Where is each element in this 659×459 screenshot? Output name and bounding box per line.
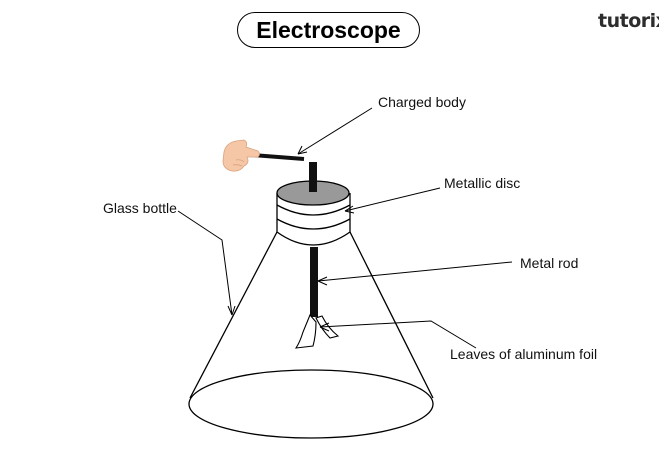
stopper-body [276, 193, 351, 246]
label-glass-bottle: Glass bottle [103, 200, 177, 216]
leader-leaves [319, 320, 477, 349]
leader-metallic-disc [344, 187, 441, 212]
arrowhead-charged-body [297, 145, 308, 155]
metal-rod-top [309, 162, 317, 192]
leaf-left [294, 313, 317, 349]
arrowhead-leaves [319, 322, 330, 332]
charged-body-stick [251, 153, 305, 161]
stopper-band-line-2 [276, 218, 351, 230]
aluminum-leaves [294, 313, 340, 349]
leader-metal-rod [317, 261, 513, 282]
brand-name-main: tutori [598, 10, 656, 32]
pointing-hand-icon [222, 139, 260, 172]
label-charged-body: Charged body [378, 94, 466, 110]
brand-name-accent: x [656, 10, 659, 32]
stopper-band-line [276, 204, 351, 216]
leader-glass-bottle [177, 210, 233, 316]
arrowhead-metal-rod [317, 276, 328, 286]
label-metal-rod: Metal rod [520, 255, 579, 271]
diagram-title: Electroscope [237, 12, 420, 48]
arrowhead-metallic-disc [344, 205, 355, 214]
bottle-base [188, 369, 434, 439]
label-leaves: Leaves of aluminum foil [450, 346, 598, 362]
brand-logo: tutorix [598, 10, 659, 32]
brand-name: tutorix [598, 10, 659, 32]
leader-charged-body [297, 107, 373, 155]
hand-shape [222, 139, 260, 172]
bottle-left-side [189, 231, 278, 399]
hand-finger-crease-2 [232, 164, 243, 167]
metal-rod-inside [310, 247, 318, 317]
glass-bottle [188, 231, 434, 439]
arrowhead-glass-bottle [227, 305, 236, 316]
bottle-right-side [349, 231, 434, 399]
leader-lines [177, 107, 513, 349]
stopper [276, 180, 351, 246]
hand-finger-crease [235, 159, 245, 163]
label-metallic-disc: Metallic disc [444, 175, 521, 191]
